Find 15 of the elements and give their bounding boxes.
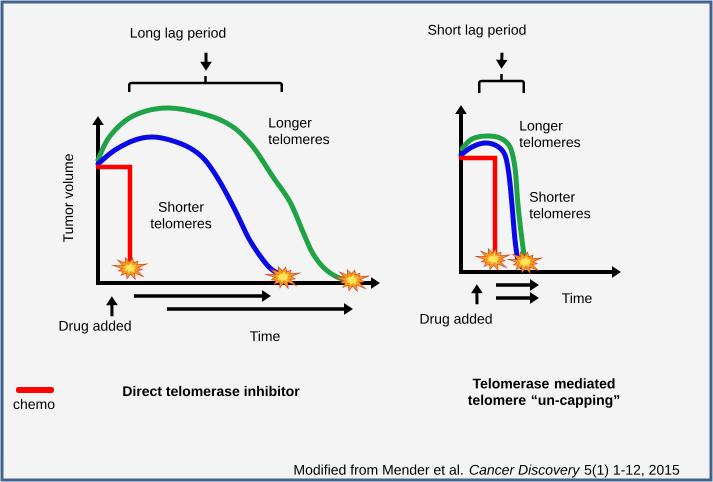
axis-label: Time: [250, 330, 280, 342]
annotation-text: Drug added: [420, 313, 492, 327]
curve-label: Shorter telomeres: [529, 192, 590, 218]
caption: Modified from Mender et al. Cancer Discovery 5(1) 1-12, 2015: [294, 464, 680, 478]
annotation-text: Drug added: [60, 320, 131, 334]
bracket: [128, 74, 283, 94]
panel-caption: Telomerase mediated telomere “un-capping”: [468, 378, 620, 408]
curve-label: Longer telomeres: [519, 120, 580, 148]
legend-label: chemo: [14, 398, 54, 410]
axis-label: Tumor volume: [62, 154, 74, 242]
annotation-text: Long lag period: [130, 27, 226, 41]
panel-caption: Direct telomerase inhibitor: [123, 386, 300, 396]
axis-label: Time: [562, 292, 592, 304]
annotation-text: Short lag period: [428, 24, 526, 38]
bracket: [478, 72, 525, 94]
